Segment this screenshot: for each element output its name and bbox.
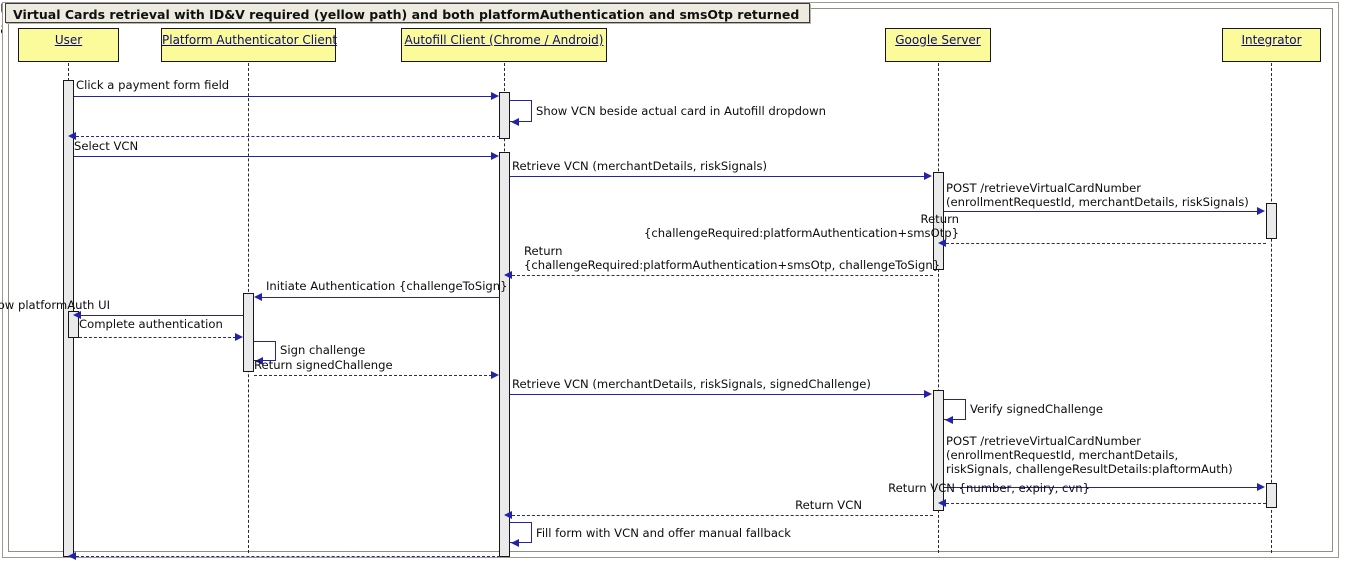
- message-label-6-line2: (enrollmentRequestId, merchantDetails, r…: [946, 195, 1249, 209]
- message-arrow-3: [76, 136, 500, 137]
- message-arrow-20: [76, 556, 500, 557]
- message-label-7-line1: Return: [920, 212, 959, 226]
- message-arrow-17: [946, 503, 1266, 504]
- message-arrow-5: [510, 176, 925, 177]
- message-arrow-7: [946, 243, 1266, 244]
- message-arrow-4: [74, 156, 492, 157]
- message-label-5: Retrieve VCN (merchantDetails, riskSigna…: [512, 159, 768, 173]
- message-self-12: [254, 341, 276, 361]
- message-arrowhead-4: [491, 152, 499, 160]
- message-arrowhead-2: [511, 118, 519, 126]
- participant-label-user: User: [54, 33, 83, 47]
- lifeline-integrator: [1271, 63, 1272, 553]
- message-label-6-line1: POST /retrieveVirtualCardNumber: [946, 181, 1142, 195]
- message-label-9: Initiate Authentication {challengeToSign…: [266, 279, 508, 293]
- message-arrowhead-14: [924, 390, 932, 398]
- message-arrowhead-20: [68, 552, 76, 560]
- activation-autofill-2: [499, 152, 510, 557]
- message-label-16-line3: riskSignals, challengeResultDetails:plaf…: [946, 462, 1233, 476]
- message-label-19: Fill form with VCN and offer manual fall…: [536, 526, 792, 540]
- message-label-18: Return VCN: [795, 498, 862, 512]
- message-arrowhead-8: [504, 271, 512, 279]
- message-label-11: Complete authentication: [79, 317, 223, 331]
- message-arrowhead-18: [504, 511, 512, 519]
- message-arrowhead-12: [255, 357, 263, 365]
- message-arrow-13: [254, 375, 492, 376]
- message-arrowhead-3: [68, 132, 76, 140]
- message-arrow-16: [944, 487, 1258, 488]
- message-arrow-8: [512, 275, 933, 276]
- message-arrow-9: [262, 297, 500, 298]
- message-arrowhead-5: [924, 172, 932, 180]
- activation-gserver-1: [933, 172, 944, 270]
- participant-label-gserver: Google Server: [895, 33, 981, 47]
- message-arrowhead-1: [491, 92, 499, 100]
- participant-autofill-client[interactable]: Autofill Client (Chrome / Android): [401, 28, 607, 62]
- participant-integrator[interactable]: Integrator: [1222, 28, 1321, 62]
- message-label-1: Click a payment form field: [76, 78, 230, 92]
- activation-platform: [243, 293, 254, 372]
- message-label-7-line2: {challengeRequired:platformAuthenticatio…: [644, 226, 959, 240]
- message-label-2: Show VCN beside actual card in Autofill …: [536, 104, 826, 118]
- message-arrow-10: [81, 315, 243, 316]
- message-self-2: [510, 100, 532, 122]
- participant-platform-authenticator-client[interactable]: Platform Authenticator Client: [161, 28, 338, 62]
- participant-user[interactable]: User: [18, 28, 119, 62]
- message-label-8-line1: Return: [524, 244, 563, 258]
- activation-gserver-2: [933, 390, 944, 511]
- participant-label-integrator: Integrator: [1241, 33, 1302, 47]
- message-arrowhead-7: [938, 239, 946, 247]
- message-arrow-1: [74, 96, 492, 97]
- message-arrowhead-15: [945, 416, 953, 424]
- message-arrow-18: [512, 515, 933, 516]
- participant-label-autofill: Autofill Client (Chrome / Android): [404, 33, 604, 47]
- message-label-14: Retrieve VCN (merchantDetails, riskSigna…: [512, 377, 871, 391]
- message-arrowhead-6: [1257, 207, 1265, 215]
- diagram-title: Virtual Cards retrieval with ID&V requir…: [5, 3, 811, 23]
- message-label-4: Select VCN: [74, 139, 139, 153]
- participant-google-server[interactable]: Google Server: [885, 28, 991, 62]
- message-label-12: Sign challenge: [280, 343, 366, 357]
- message-label-17: Return VCN {number, expiry, cvn}: [888, 481, 1090, 495]
- message-arrow-14: [510, 394, 925, 395]
- lifeline-gserver: [938, 63, 939, 553]
- activation-integrator-1: [1266, 203, 1277, 239]
- message-arrowhead-10: [73, 311, 81, 319]
- activation-autofill-1: [499, 92, 510, 139]
- diagram-frame-inner-border: [8, 8, 1333, 552]
- message-label-10: Show platformAuth UI: [0, 298, 110, 312]
- message-self-15: [944, 399, 966, 420]
- message-arrowhead-13: [491, 371, 499, 379]
- message-arrow-11: [79, 337, 236, 338]
- participant-label-platform: Platform Authenticator Client: [162, 33, 338, 47]
- message-label-8-line2: {challengeRequired:platformAuthenticatio…: [524, 258, 941, 272]
- message-arrowhead-11: [235, 333, 243, 341]
- message-arrowhead-17: [938, 499, 946, 507]
- message-label-16-line1: POST /retrieveVirtualCardNumber: [946, 434, 1142, 448]
- message-arrowhead-9: [254, 293, 262, 301]
- message-label-13: Return signedChallenge: [254, 358, 393, 372]
- message-arrowhead-19: [511, 539, 519, 547]
- message-label-15: Verify signedChallenge: [970, 402, 1103, 416]
- message-arrowhead-16: [1257, 483, 1265, 491]
- message-arrow-6: [944, 211, 1258, 212]
- message-self-19: [510, 522, 532, 543]
- message-label-16-line2: (enrollmentRequestId, merchantDetails,: [946, 448, 1179, 462]
- activation-integrator-2: [1266, 483, 1277, 508]
